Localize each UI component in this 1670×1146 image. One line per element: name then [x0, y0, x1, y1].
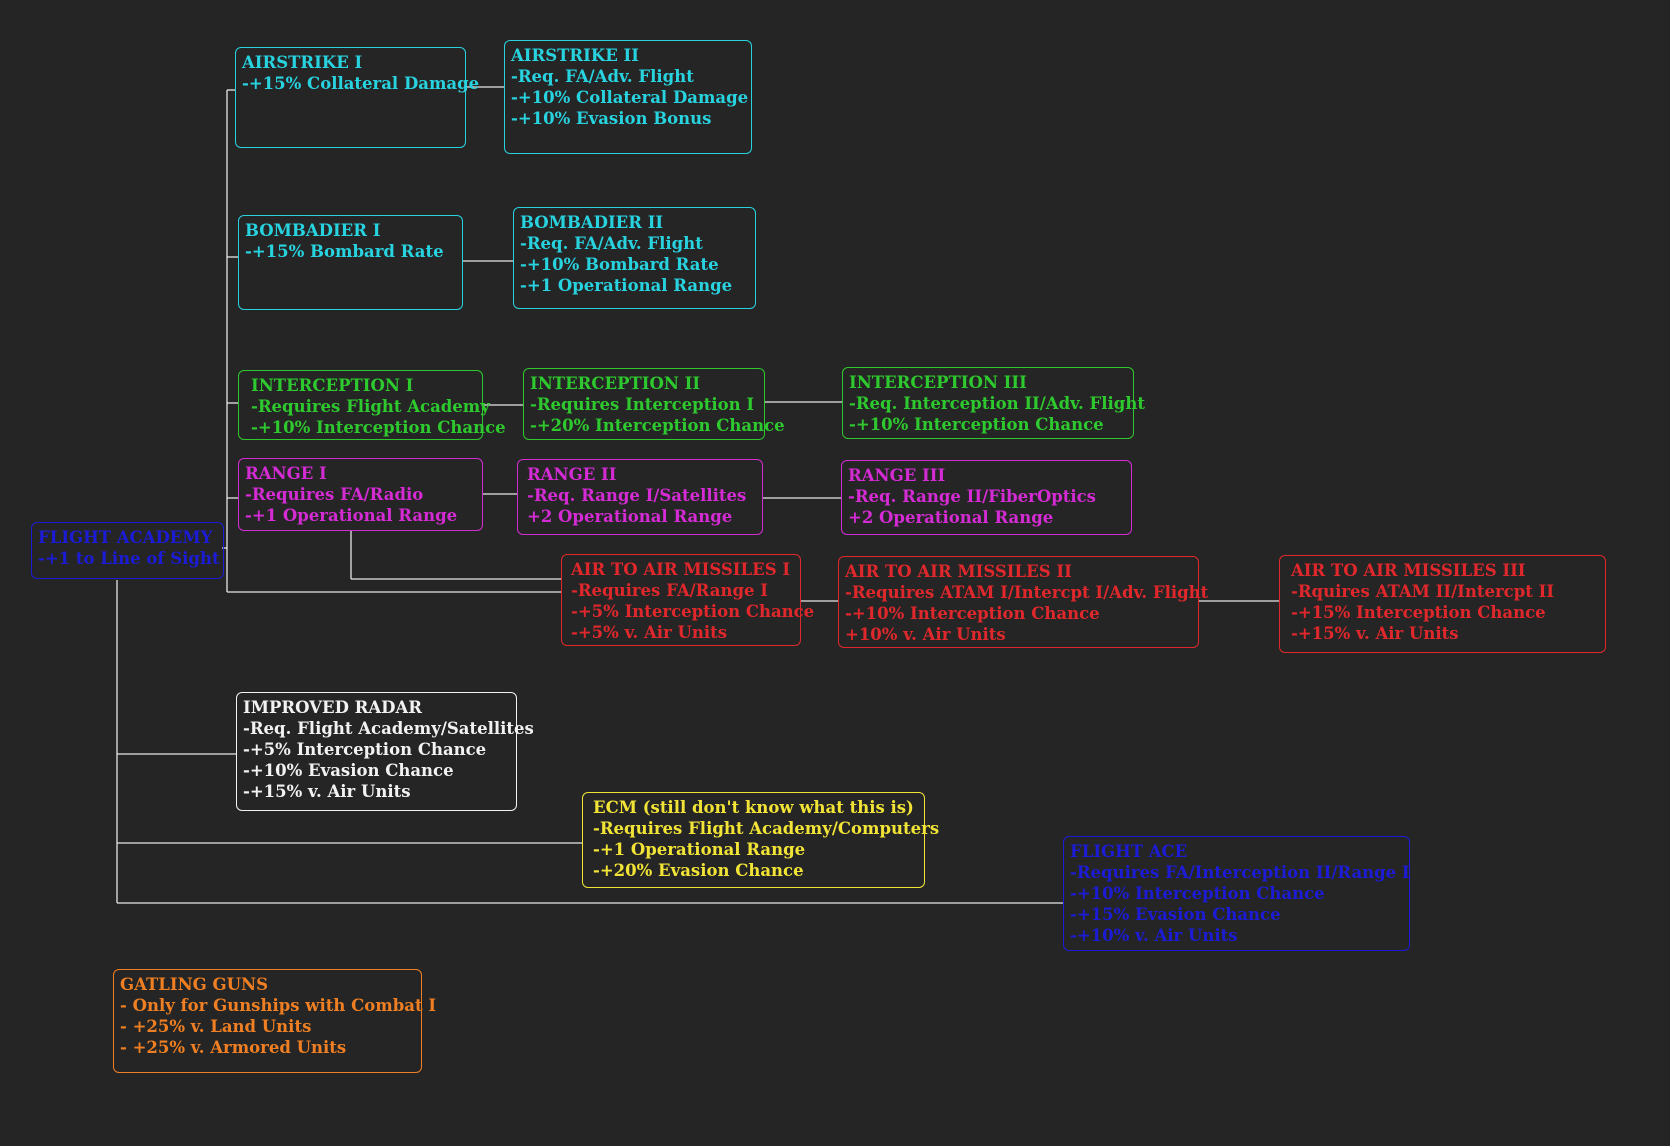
- node-title: AIR TO AIR MISSILES II: [845, 562, 1072, 581]
- node-title: AIR TO AIR MISSILES I: [571, 560, 791, 579]
- node-line: -Req. FA/Adv. Flight: [520, 234, 703, 253]
- node-gatling-guns[interactable]: GATLING GUNS - Only for Gunships with Co…: [113, 969, 437, 1073]
- node-line: -Req. Interception II/Adv. Flight: [849, 394, 1145, 413]
- node-airstrike-1[interactable]: AIRSTRIKE I -+15% Collateral Damage: [235, 47, 480, 148]
- node-title: FLIGHT ACADEMY: [38, 528, 213, 547]
- node-line: -+1 Operational Range: [593, 840, 806, 859]
- node-line: -+15% v. Air Units: [243, 782, 411, 801]
- node-title: INTERCEPTION III: [849, 373, 1027, 392]
- node-atam-2[interactable]: AIR TO AIR MISSILES II -Requires ATAM I/…: [838, 556, 1209, 648]
- node-line: -Req. Range I/Satellites: [527, 486, 747, 505]
- node-line: -+1 Operational Range: [245, 506, 458, 525]
- node-line: -+10% Interception Chance: [849, 415, 1104, 434]
- node-flight-academy[interactable]: FLIGHT ACADEMY -+1 to Line of Sight: [31, 522, 224, 579]
- node-improved-radar[interactable]: IMPROVED RADAR -Req. Flight Academy/Sate…: [236, 692, 534, 811]
- node-line: -Rquires ATAM II/Intercpt II: [1291, 582, 1555, 601]
- node-line: -Requires FA/Range I: [571, 581, 768, 600]
- node-line: - Only for Gunships with Combat I: [120, 996, 437, 1015]
- node-line: -Req. Flight Academy/Satellites: [243, 719, 534, 738]
- node-title: AIR TO AIR MISSILES III: [1291, 561, 1526, 580]
- node-bombadier-2[interactable]: BOMBADIER II -Req. FA/Adv. Flight -+10% …: [513, 207, 756, 309]
- node-atam-1[interactable]: AIR TO AIR MISSILES I -Requires FA/Range…: [561, 554, 815, 646]
- node-line: -Requires Flight Academy: [251, 397, 490, 416]
- node-interception-3[interactable]: INTERCEPTION III -Req. Interception II/A…: [842, 367, 1145, 439]
- node-ecm[interactable]: ECM (still don't know what this is) -Req…: [582, 792, 940, 888]
- node-line: -+10% Evasion Bonus: [511, 109, 712, 128]
- node-title: BOMBADIER I: [245, 221, 381, 240]
- node-line: -Requires ATAM I/Intercpt I/Adv. Flight: [845, 583, 1209, 602]
- node-range-1[interactable]: RANGE I -Requires FA/Radio -+1 Operation…: [238, 458, 483, 531]
- node-title: BOMBADIER II: [520, 213, 664, 232]
- node-line: -+15% Bombard Rate: [245, 242, 444, 261]
- node-line: -+5% Interception Chance: [571, 602, 815, 621]
- node-atam-3[interactable]: AIR TO AIR MISSILES III -Rquires ATAM II…: [1279, 555, 1606, 653]
- node-title: RANGE I: [245, 464, 327, 483]
- node-title: RANGE III: [848, 466, 946, 485]
- node-line: -+10% Collateral Damage: [511, 88, 749, 107]
- node-line: -+15% v. Air Units: [1291, 624, 1459, 643]
- node-line: -Requires Interception I: [530, 395, 755, 414]
- node-title: FLIGHT ACE: [1070, 842, 1188, 861]
- node-line: -+15% Evasion Chance: [1070, 905, 1281, 924]
- node-line: +10% v. Air Units: [845, 625, 1006, 644]
- node-line: -+10% Evasion Chance: [243, 761, 454, 780]
- node-title: RANGE II: [527, 465, 617, 484]
- node-title: INTERCEPTION II: [530, 374, 701, 393]
- node-title: ECM (still don't know what this is): [593, 798, 914, 817]
- node-line: -+1 to Line of Sight: [38, 549, 220, 568]
- node-line: -+10% v. Air Units: [1070, 926, 1238, 945]
- node-line: -Requires Flight Academy/Computers: [593, 819, 940, 838]
- node-title: INTERCEPTION I: [251, 376, 414, 395]
- node-line: - +25% v. Land Units: [120, 1017, 312, 1036]
- node-line: -+10% Interception Chance: [1070, 884, 1325, 903]
- node-line: -+5% Interception Chance: [243, 740, 487, 759]
- node-line: -+15% Collateral Damage: [242, 74, 480, 93]
- node-line: -+1 Operational Range: [520, 276, 733, 295]
- node-line: -+20% Interception Chance: [530, 416, 785, 435]
- node-line: -+15% Interception Chance: [1291, 603, 1546, 622]
- node-bombadier-1[interactable]: BOMBADIER I -+15% Bombard Rate: [238, 215, 463, 310]
- node-flight-ace[interactable]: FLIGHT ACE -Requires FA/Interception II/…: [1063, 836, 1410, 951]
- node-title: AIRSTRIKE II: [511, 46, 639, 65]
- node-range-3[interactable]: RANGE III -Req. Range II/FiberOptics +2 …: [841, 460, 1132, 535]
- node-line: -+10% Bombard Rate: [520, 255, 719, 274]
- node-line: -+20% Evasion Chance: [593, 861, 804, 880]
- node-title: GATLING GUNS: [120, 975, 268, 994]
- node-airstrike-2[interactable]: AIRSTRIKE II -Req. FA/Adv. Flight -+10% …: [504, 40, 752, 154]
- node-interception-2[interactable]: INTERCEPTION II -Requires Interception I…: [523, 368, 785, 440]
- node-line: +2 Operational Range: [848, 508, 1054, 527]
- node-line: -+10% Interception Chance: [251, 418, 506, 437]
- node-title: IMPROVED RADAR: [243, 698, 422, 717]
- node-line: -Req. Range II/FiberOptics: [848, 487, 1096, 506]
- node-line: +2 Operational Range: [527, 507, 733, 526]
- node-line: - +25% v. Armored Units: [120, 1038, 347, 1057]
- node-title: AIRSTRIKE I: [242, 53, 363, 72]
- node-interception-1[interactable]: INTERCEPTION I -Requires Flight Academy …: [238, 370, 506, 440]
- node-line: -Req. FA/Adv. Flight: [511, 67, 694, 86]
- node-line: -+5% v. Air Units: [571, 623, 728, 642]
- node-line: -Requires FA/Interception II/Range I: [1070, 863, 1410, 882]
- node-line: -Requires FA/Radio: [245, 485, 424, 504]
- node-range-2[interactable]: RANGE II -Req. Range I/Satellites +2 Ope…: [517, 459, 763, 535]
- node-line: -+10% Interception Chance: [845, 604, 1100, 623]
